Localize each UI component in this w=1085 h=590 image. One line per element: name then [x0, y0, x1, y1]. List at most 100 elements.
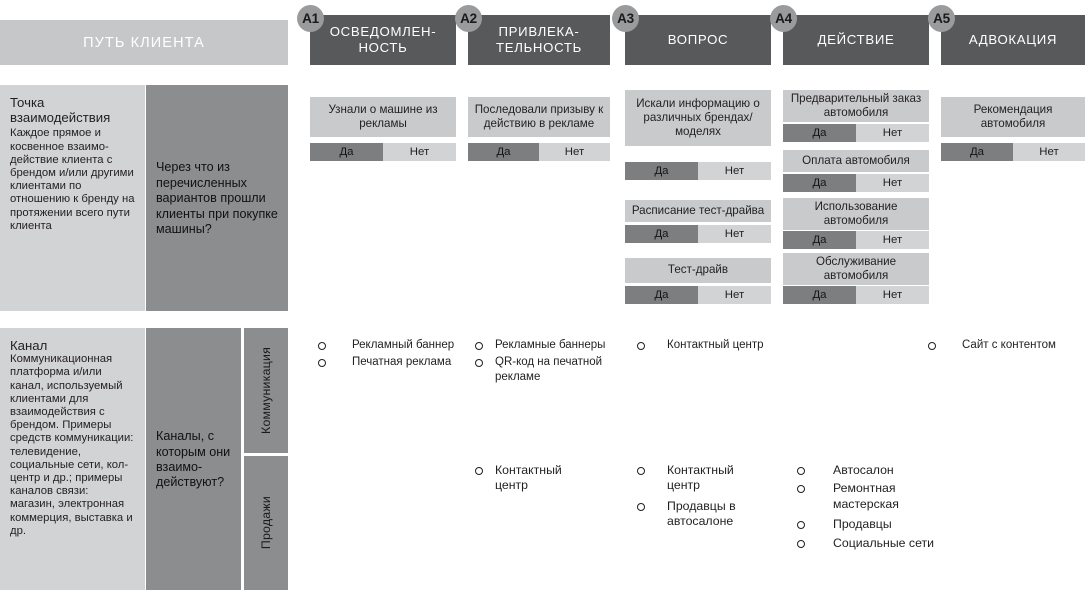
- bullet-circle-icon: [797, 521, 805, 530]
- touchpoint-tile-a3-0-label: Искали информацию о различных брендах/ м…: [636, 96, 760, 139]
- touchpoint-tile-a5-0-label: Рекомендация автомобиля: [973, 102, 1053, 130]
- yesno-bar-a3-0-yes[interactable]: Да: [625, 162, 698, 180]
- channel-body-text: Коммуникационная платформа и/или канал, …: [10, 353, 134, 537]
- touchpoint-lead-line2: взаимодействия: [10, 110, 111, 126]
- stage-header-a2-line2: ТЕЛЬНОСТЬ: [495, 40, 583, 55]
- touchpoint-tile-a4-3[interactable]: Обслуживание автомобиля: [783, 253, 929, 285]
- yesno-bar-a4-0-no[interactable]: Нет: [856, 124, 929, 142]
- touchpoint-tile-a5-0[interactable]: Рекомендация автомобиля: [941, 97, 1085, 137]
- yesno-bar-a2-0[interactable]: Да Нет: [468, 143, 610, 161]
- list-item[interactable]: Продавцы: [797, 517, 947, 532]
- list-item-label: Продавцы в автосалоне: [667, 498, 736, 529]
- journey-title: ПУТЬ КЛИЕНТА: [0, 20, 288, 65]
- touchpoint-tile-a4-0[interactable]: Предварительный заказ автомобиля: [783, 90, 929, 122]
- list-item-label: Контактный центр: [495, 463, 562, 493]
- yesno-bar-a1-0[interactable]: Да Нет: [310, 143, 456, 161]
- yesno-bar-a3-2-no[interactable]: Нет: [698, 286, 771, 304]
- touchpoint-tile-a2-0[interactable]: Последовали призыву к действию в рекламе: [468, 97, 610, 137]
- touchpoint-tile-a1-0[interactable]: Узнали о машине из рекламы: [310, 97, 456, 137]
- communication-list-a2: Рекламные баннеры QR-код на печатной рек…: [475, 338, 620, 387]
- yesno-bar-a5-0-yes[interactable]: Да: [941, 143, 1013, 161]
- stage-badge-a3: A3: [612, 5, 639, 32]
- stage-header-a5[interactable]: АДВОКАЦИЯ: [941, 15, 1085, 65]
- yesno-bar-a4-3[interactable]: Да Нет: [783, 286, 929, 304]
- list-item[interactable]: QR-код на печатной рекламе: [475, 355, 620, 384]
- communication-list-a1: Рекламный баннер Печатная реклама: [318, 338, 468, 373]
- touchpoint-tile-a3-0[interactable]: Искали информацию о различных брендах/ м…: [625, 90, 771, 146]
- stage-badge-a4-label: A4: [775, 11, 792, 26]
- bullet-circle-icon: [928, 342, 936, 350]
- list-item[interactable]: Автосалон: [797, 463, 947, 478]
- subrow-label-sales: Продажи: [244, 456, 288, 590]
- list-item[interactable]: Рекламные баннеры: [475, 338, 620, 352]
- list-item[interactable]: Контактный центр: [637, 463, 757, 494]
- bullet-circle-icon: [475, 359, 483, 368]
- bullet-circle-icon: [797, 467, 805, 475]
- list-item[interactable]: Социальные сети: [797, 536, 947, 551]
- touchpoint-tile-a3-2[interactable]: Тест-драйв: [625, 258, 771, 283]
- stage-header-a4[interactable]: ДЕЙСТВИЕ: [783, 15, 929, 65]
- stage-header-a1[interactable]: ОСВЕДОМЛЕН- НОСТЬ: [310, 15, 456, 65]
- yesno-bar-a4-1[interactable]: Да Нет: [783, 174, 929, 192]
- list-item-label: Социальные сети: [833, 535, 935, 550]
- stage-header-a1-line1: ОСВЕДОМЛЕН-: [329, 24, 437, 39]
- touchpoint-tile-a4-2[interactable]: Использование автомобиля: [783, 198, 929, 230]
- bullet-circle-icon: [797, 485, 805, 494]
- subrow-label-communication-text: Коммуникация: [259, 347, 273, 434]
- sales-list-a4: Автосалон Ремонтная мастерская Продавцы …: [797, 463, 947, 554]
- list-item[interactable]: Печатная реклама: [318, 355, 468, 369]
- touchpoint-tile-a2-0-label: Последовали призыву к действию в рекламе: [474, 102, 604, 130]
- yesno-bar-a3-2-yes[interactable]: Да: [625, 286, 698, 304]
- yesno-bar-a4-2-yes[interactable]: Да: [783, 231, 856, 249]
- yesno-bar-a4-1-yes[interactable]: Да: [783, 174, 856, 192]
- yesno-bar-a4-2[interactable]: Да Нет: [783, 231, 929, 249]
- stage-header-a4-line1: ДЕЙСТВИЕ: [817, 32, 895, 47]
- list-item[interactable]: Рекламный баннер: [318, 338, 468, 352]
- stage-badge-a5: A5: [928, 5, 955, 32]
- yesno-bar-a2-0-yes[interactable]: Да: [468, 143, 539, 161]
- stage-badge-a2: A2: [455, 5, 482, 32]
- stage-badge-a1: A1: [297, 5, 324, 32]
- yesno-bar-a3-1[interactable]: Да Нет: [625, 225, 771, 243]
- yesno-bar-a3-2[interactable]: Да Нет: [625, 286, 771, 304]
- yesno-bar-a4-2-no[interactable]: Нет: [856, 231, 929, 249]
- stage-badge-a4: A4: [770, 5, 797, 32]
- list-item-label: Рекламный баннер: [352, 339, 455, 351]
- stage-header-a2[interactable]: ПРИВЛЕКА- ТЕЛЬНОСТЬ: [468, 15, 610, 65]
- touchpoint-tile-a4-0-label: Предварительный заказ автомобиля: [790, 91, 922, 119]
- yesno-bar-a4-1-no[interactable]: Нет: [856, 174, 929, 192]
- list-item-label: Контактный центр: [667, 339, 764, 351]
- yesno-bar-a4-3-no[interactable]: Нет: [856, 286, 929, 304]
- list-item[interactable]: Контактный центр: [637, 338, 797, 352]
- subrow-label-communication: Коммуникация: [244, 328, 288, 453]
- stage-header-a3[interactable]: ВОПРОС: [625, 15, 771, 65]
- yesno-bar-a3-1-yes[interactable]: Да: [625, 225, 698, 243]
- yesno-bar-a3-1-no[interactable]: Нет: [698, 225, 771, 243]
- touchpoint-lead-line1: Точка: [10, 95, 45, 110]
- yesno-bar-a5-0-no[interactable]: Нет: [1013, 143, 1085, 161]
- list-item-label: Рекламные баннеры: [495, 339, 606, 351]
- touchpoint-tile-a3-1[interactable]: Расписание тест-драйва: [625, 200, 771, 222]
- channel-question-cell: Каналы, с которым они взаимо­действуют?: [146, 328, 241, 590]
- yesno-bar-a3-0[interactable]: Да Нет: [625, 162, 771, 180]
- bullet-circle-icon: [797, 539, 805, 548]
- subrow-label-sales-text: Продажи: [259, 496, 273, 550]
- stage-badge-a3-label: A3: [617, 11, 634, 26]
- yesno-bar-a4-0-yes[interactable]: Да: [783, 124, 856, 142]
- list-item[interactable]: Контактный центр: [475, 463, 590, 494]
- bullet-circle-icon: [637, 467, 645, 475]
- yesno-bar-a1-0-no[interactable]: Нет: [383, 143, 456, 161]
- yesno-bar-a4-3-yes[interactable]: Да: [783, 286, 856, 304]
- yesno-bar-a2-0-no[interactable]: Нет: [539, 143, 610, 161]
- touchpoint-tile-a1-0-label: Узнали о машине из рекламы: [328, 102, 438, 130]
- touchpoint-tile-a4-1[interactable]: Оплата автомобиля: [783, 150, 929, 172]
- yesno-bar-a4-0[interactable]: Да Нет: [783, 124, 929, 142]
- list-item[interactable]: Сайт с контентом: [928, 338, 1083, 352]
- bullet-circle-icon: [475, 467, 483, 475]
- touchpoint-tile-a4-2-label: Использование автомобиля: [814, 199, 898, 227]
- yesno-bar-a5-0[interactable]: Да Нет: [941, 143, 1085, 161]
- list-item[interactable]: Продавцы в автосалоне: [637, 499, 757, 530]
- list-item[interactable]: Ремонтная мастерская: [797, 481, 947, 512]
- yesno-bar-a3-0-no[interactable]: Нет: [698, 162, 771, 180]
- yesno-bar-a1-0-yes[interactable]: Да: [310, 143, 383, 161]
